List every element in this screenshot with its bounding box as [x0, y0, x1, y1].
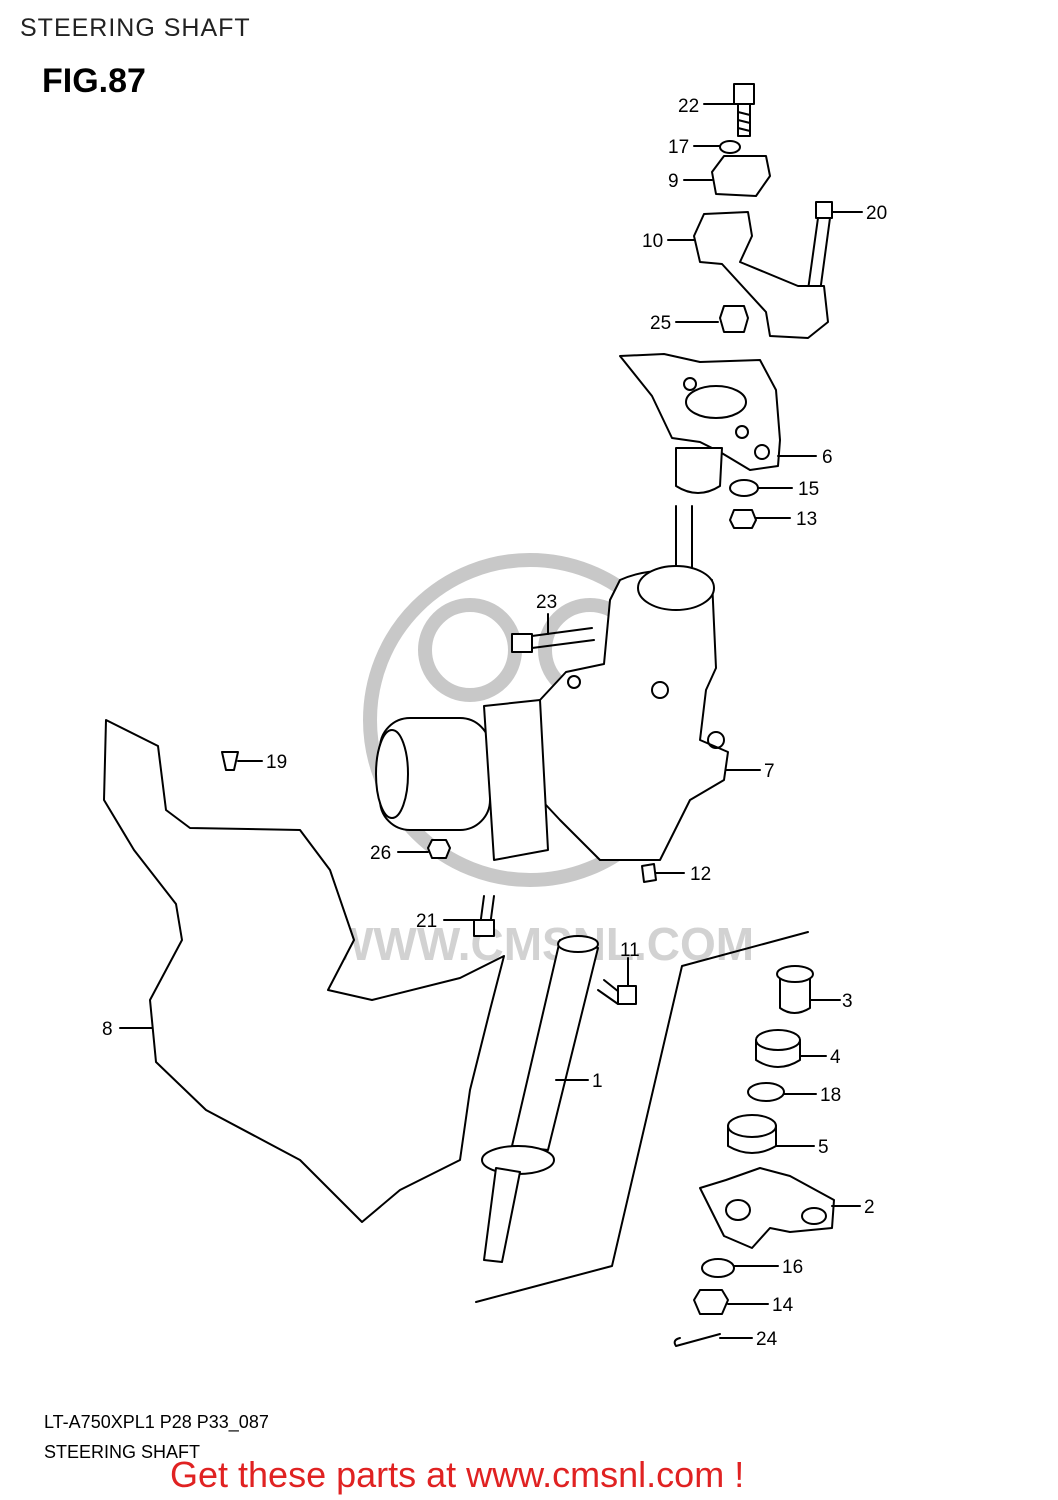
callout-26: 26 — [370, 843, 391, 864]
callout-11: 11 — [620, 940, 640, 961]
callout-10: 10 — [642, 231, 663, 252]
part-shaft-spline-top — [675, 505, 693, 571]
part-clamp-9 — [711, 155, 771, 197]
part-power-steering-unit-7 — [375, 565, 729, 861]
part-steering-arm-2 — [699, 1167, 835, 1249]
part-column-holder-6 — [619, 353, 781, 494]
callout-16: 16 — [782, 1257, 803, 1278]
reference-outline — [475, 931, 809, 1303]
part-bearing-5 — [727, 1114, 777, 1154]
watermark-text: WWW.CMSNL.COM — [330, 918, 754, 970]
callout-6: 6 — [822, 447, 833, 468]
part-cover-8 — [103, 719, 505, 1223]
part-washer-17 — [719, 140, 741, 154]
callout-4: 4 — [830, 1047, 841, 1068]
promo-link[interactable]: Get these parts at www.cmsnl.com ! — [170, 1454, 745, 1495]
part-bolt-20 — [807, 201, 833, 293]
page-header-title: STEERING SHAFT — [20, 14, 251, 42]
part-clip-19 — [221, 751, 239, 771]
callout-20: 20 — [866, 203, 887, 224]
part-washer-16 — [701, 1258, 735, 1278]
callout-1: 1 — [592, 1071, 603, 1092]
callout-22: 22 — [678, 96, 699, 117]
part-bush-3 — [776, 965, 814, 1014]
callout-25: 25 — [650, 313, 671, 334]
part-cotter-pin-24 — [673, 1333, 721, 1347]
part-bolt-21 — [473, 895, 495, 937]
part-washer-15 — [729, 479, 759, 497]
part-nut-25 — [719, 305, 749, 333]
callout-2: 2 — [864, 1197, 875, 1218]
callout-7: 7 — [764, 761, 775, 782]
callout-21: 21 — [416, 911, 437, 932]
part-seal-4 — [755, 1029, 801, 1068]
part-bolt-22 — [733, 83, 755, 137]
part-bracket-10 — [693, 211, 829, 339]
figure-number: FIG.87 — [42, 62, 146, 100]
part-steering-shaft-1 — [481, 935, 599, 1263]
part-nut-13 — [729, 509, 757, 529]
callout-3: 3 — [842, 991, 853, 1012]
part-bolt-11 — [597, 979, 637, 1005]
part-nut-26 — [427, 839, 451, 859]
callout-8: 8 — [102, 1019, 113, 1040]
callout-15: 15 — [798, 479, 819, 500]
model-code: LT-A750XPL1 P28 P33_087 — [44, 1412, 269, 1432]
callout-18: 18 — [820, 1085, 841, 1106]
callout-5: 5 — [818, 1137, 829, 1158]
footer-caption: STEERING SHAFT — [44, 1442, 201, 1462]
callout-9: 9 — [668, 171, 679, 192]
callout-24: 24 — [756, 1329, 778, 1350]
callout-23: 23 — [536, 592, 557, 613]
part-nut-14 — [693, 1289, 729, 1315]
callout-13: 13 — [796, 509, 817, 530]
part-bolt-12 — [641, 863, 657, 883]
callout-12: 12 — [690, 864, 711, 885]
part-o-ring-18 — [747, 1082, 785, 1102]
leader-lines — [119, 103, 863, 1339]
part-bolt-23 — [511, 627, 595, 653]
callout-17: 17 — [668, 137, 689, 158]
callout-19: 19 — [266, 752, 287, 773]
callout-14: 14 — [772, 1295, 794, 1316]
